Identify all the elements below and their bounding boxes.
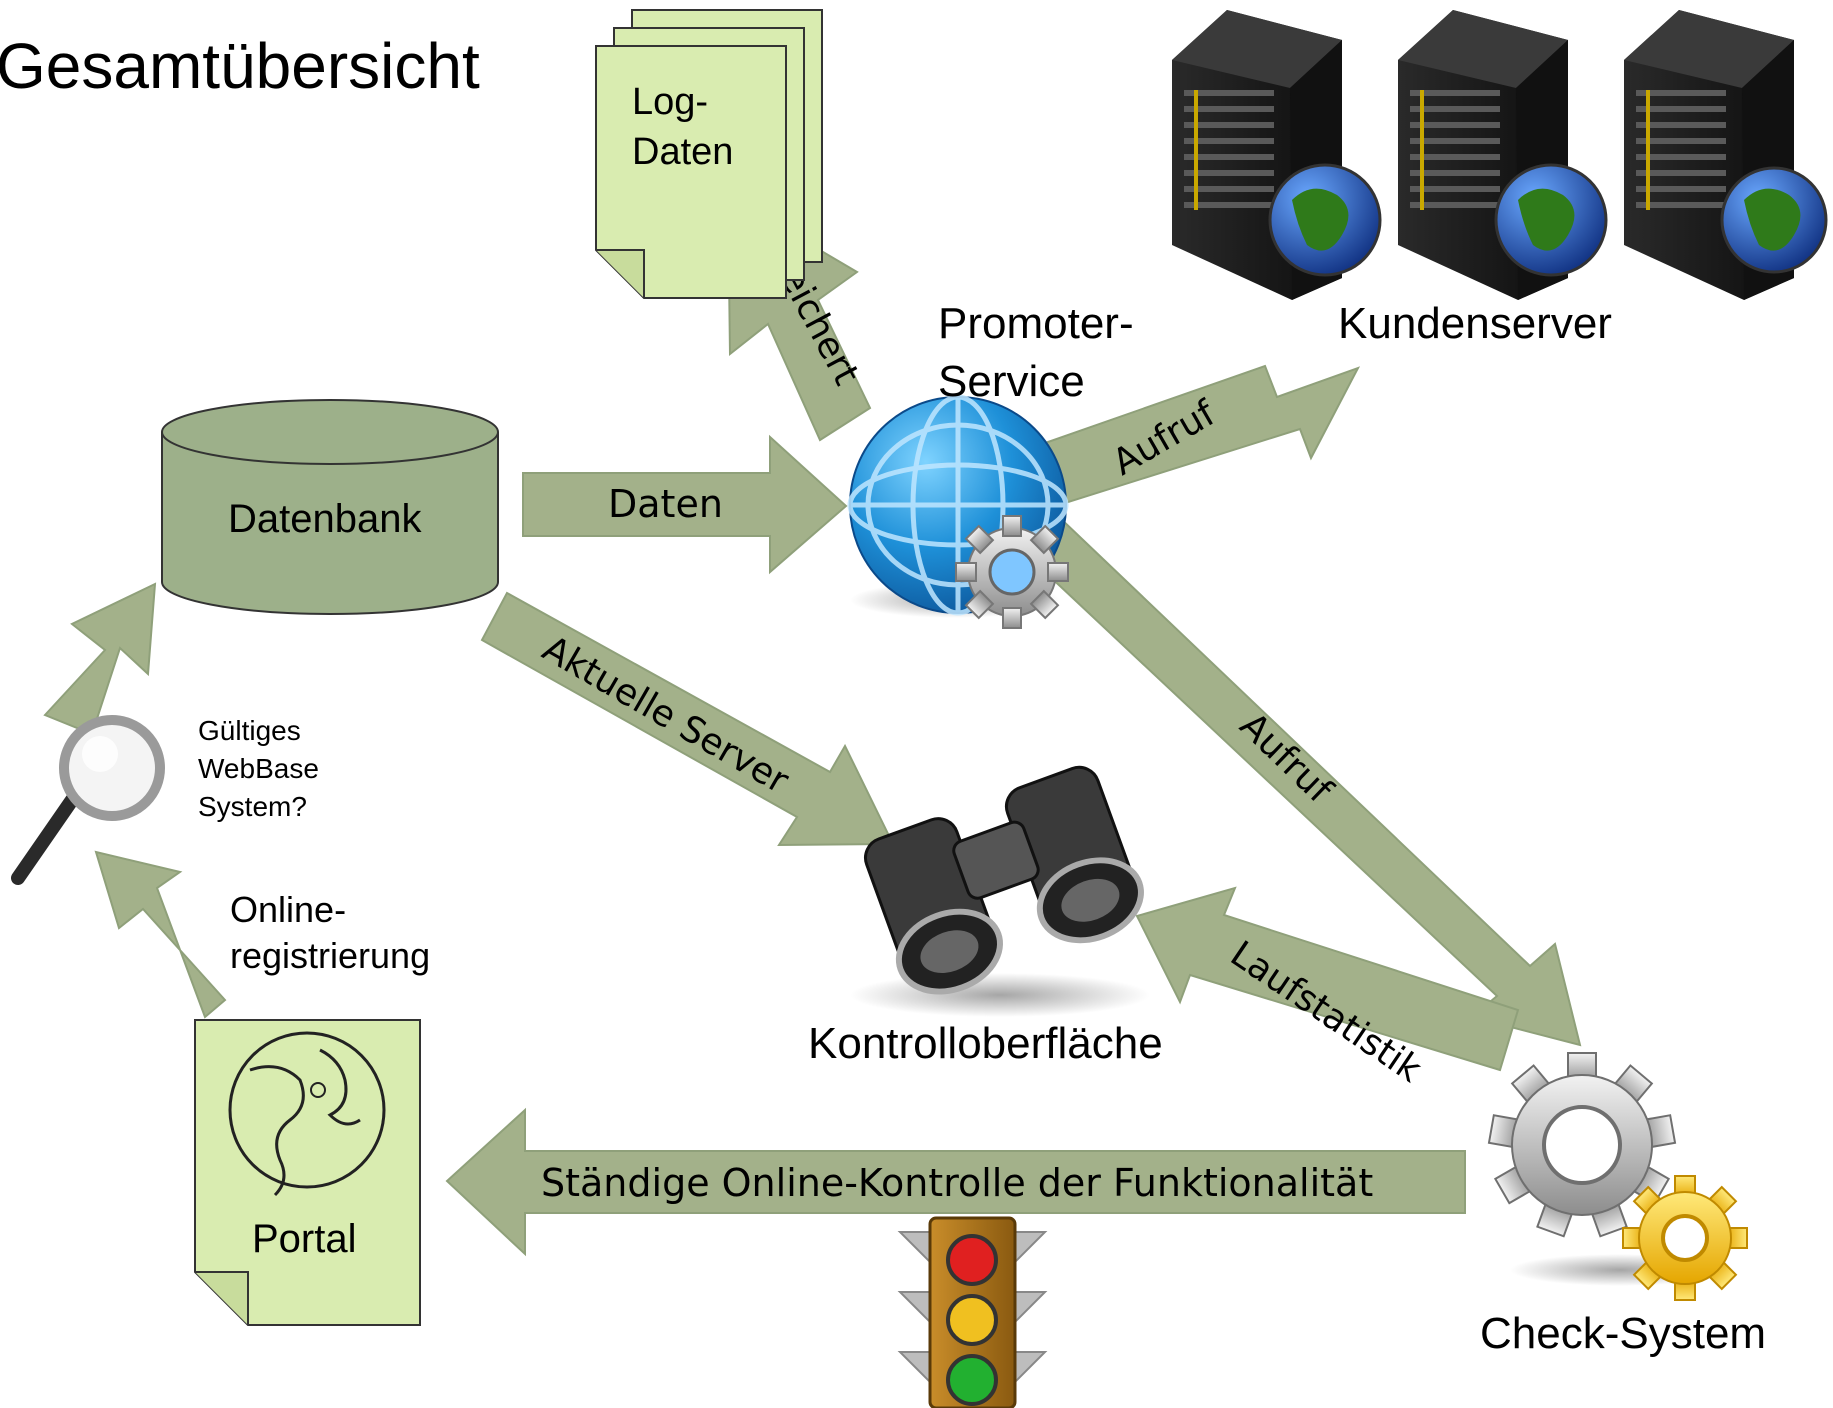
database-icon [161,399,499,615]
arrow-from-portal [94,850,227,1019]
validity-line-1: Gültiges [198,715,301,746]
node-promoter-service: Promoter- Service [938,299,1146,406]
documents-stack-icon [595,9,823,299]
arrows [43,194,1582,1257]
arrow-label-continuous-control: Ständige Online-Kontrolle der Funktional… [541,1161,1373,1205]
gears-icon [1487,1052,1748,1301]
node-control-surface: Kontrolloberfläche [808,1019,1163,1068]
node-log-data: Log- Daten [632,81,733,173]
node-online-registration: Online- registrierung [230,889,430,976]
validity-line-3: System? [198,791,307,822]
log-data-line-2: Daten [632,131,733,173]
arrow-label-current-servers: Aktuelle Server [536,628,796,802]
node-portal: Portal [252,1217,357,1261]
portal-document-icon [194,1019,421,1326]
page-title: Gesamtübersicht [0,30,480,102]
log-data-line-1: Log- [632,81,708,123]
registration-line-1: Online- [230,889,346,930]
arrow-current-servers [480,591,895,847]
node-database: Datenbank [228,497,422,541]
customer-servers-group [1172,10,1828,300]
arrow-label-data: Daten [608,482,723,526]
arrow-data [522,434,848,575]
server-globe-icon [1398,10,1608,300]
validity-line-2: WebBase [198,753,319,784]
promoter-line-1: Promoter- [938,299,1134,348]
server-globe-icon [1172,10,1382,300]
node-customer-servers: Kundenserver [1338,299,1612,348]
server-globe-icon [1624,10,1828,300]
binoculars-icon [850,765,1150,1017]
traffic-light-icon [897,1216,1048,1408]
registration-line-2: registrierung [230,935,430,976]
arrow-continuous-control [445,1107,1466,1257]
promoter-line-2: Service [938,357,1085,406]
arrow-run-statistics [1135,886,1520,1072]
arrow-to-database [43,582,157,736]
globe-gear-icon [847,394,1069,629]
arrow-call-customer [1026,364,1361,511]
node-check-system: Check-System [1480,1309,1766,1358]
magnifier-icon [11,715,165,885]
arrow-call-check [1026,516,1582,1047]
node-validity-check: Gültiges WebBase System? [198,715,327,822]
